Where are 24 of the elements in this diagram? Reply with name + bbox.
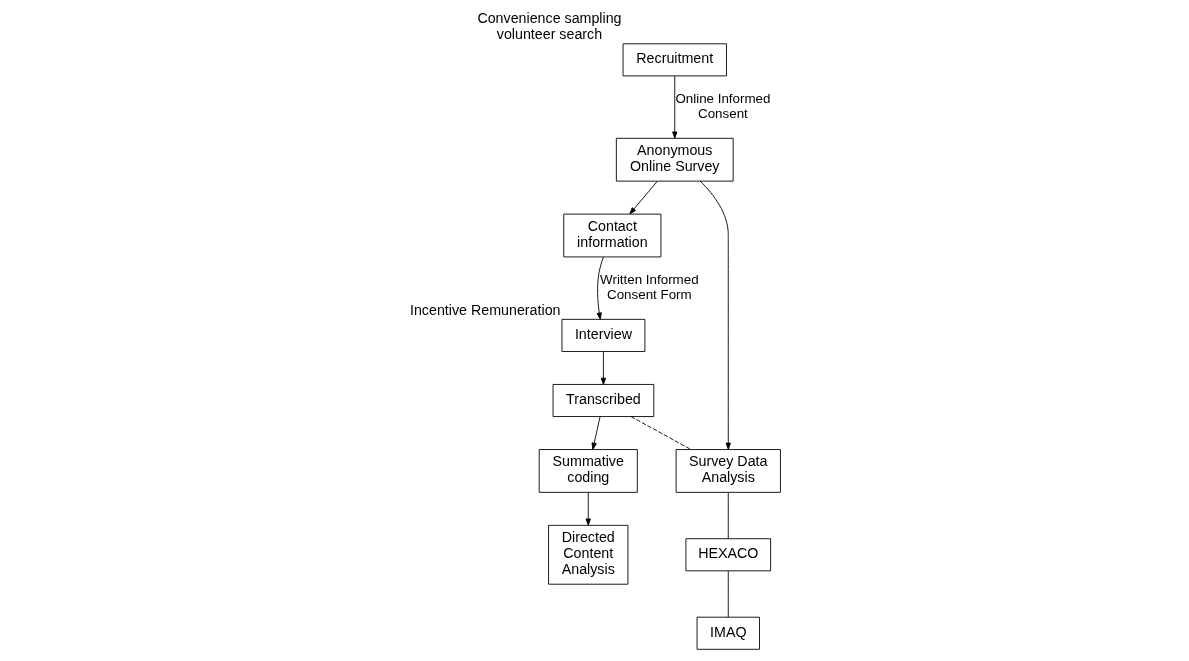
node-box: Transcribed: [552, 384, 655, 417]
node-box: Survey Data Analysis: [675, 449, 781, 493]
connector: [727, 492, 729, 540]
edge-label: Online Informed Consent: [675, 90, 771, 121]
node-label: Convenience sampling volunteer search: [477, 10, 622, 43]
node-box: Anonymous Online Survey: [615, 137, 734, 182]
node-label: Incentive Remuneration: [410, 301, 561, 318]
arrow: [629, 180, 658, 215]
connector: [630, 416, 692, 450]
arrow: [600, 351, 607, 385]
connector: [727, 570, 729, 618]
node-box: IMAQ: [696, 616, 760, 650]
arrow: [596, 256, 604, 320]
node-box: HEXACO: [685, 538, 772, 572]
node-box: Directed Content Analysis: [548, 524, 629, 585]
node-box: Interview: [561, 318, 646, 352]
arrow: [585, 492, 591, 526]
edge-label: Written Informed Consent Form: [600, 271, 699, 302]
arrow: [591, 416, 601, 450]
arrow: [672, 75, 678, 139]
arrow: [699, 180, 731, 450]
node-box: Recruitment: [622, 43, 727, 77]
node-box: Summative coding: [538, 449, 638, 493]
node-box: Contact information: [563, 213, 662, 258]
